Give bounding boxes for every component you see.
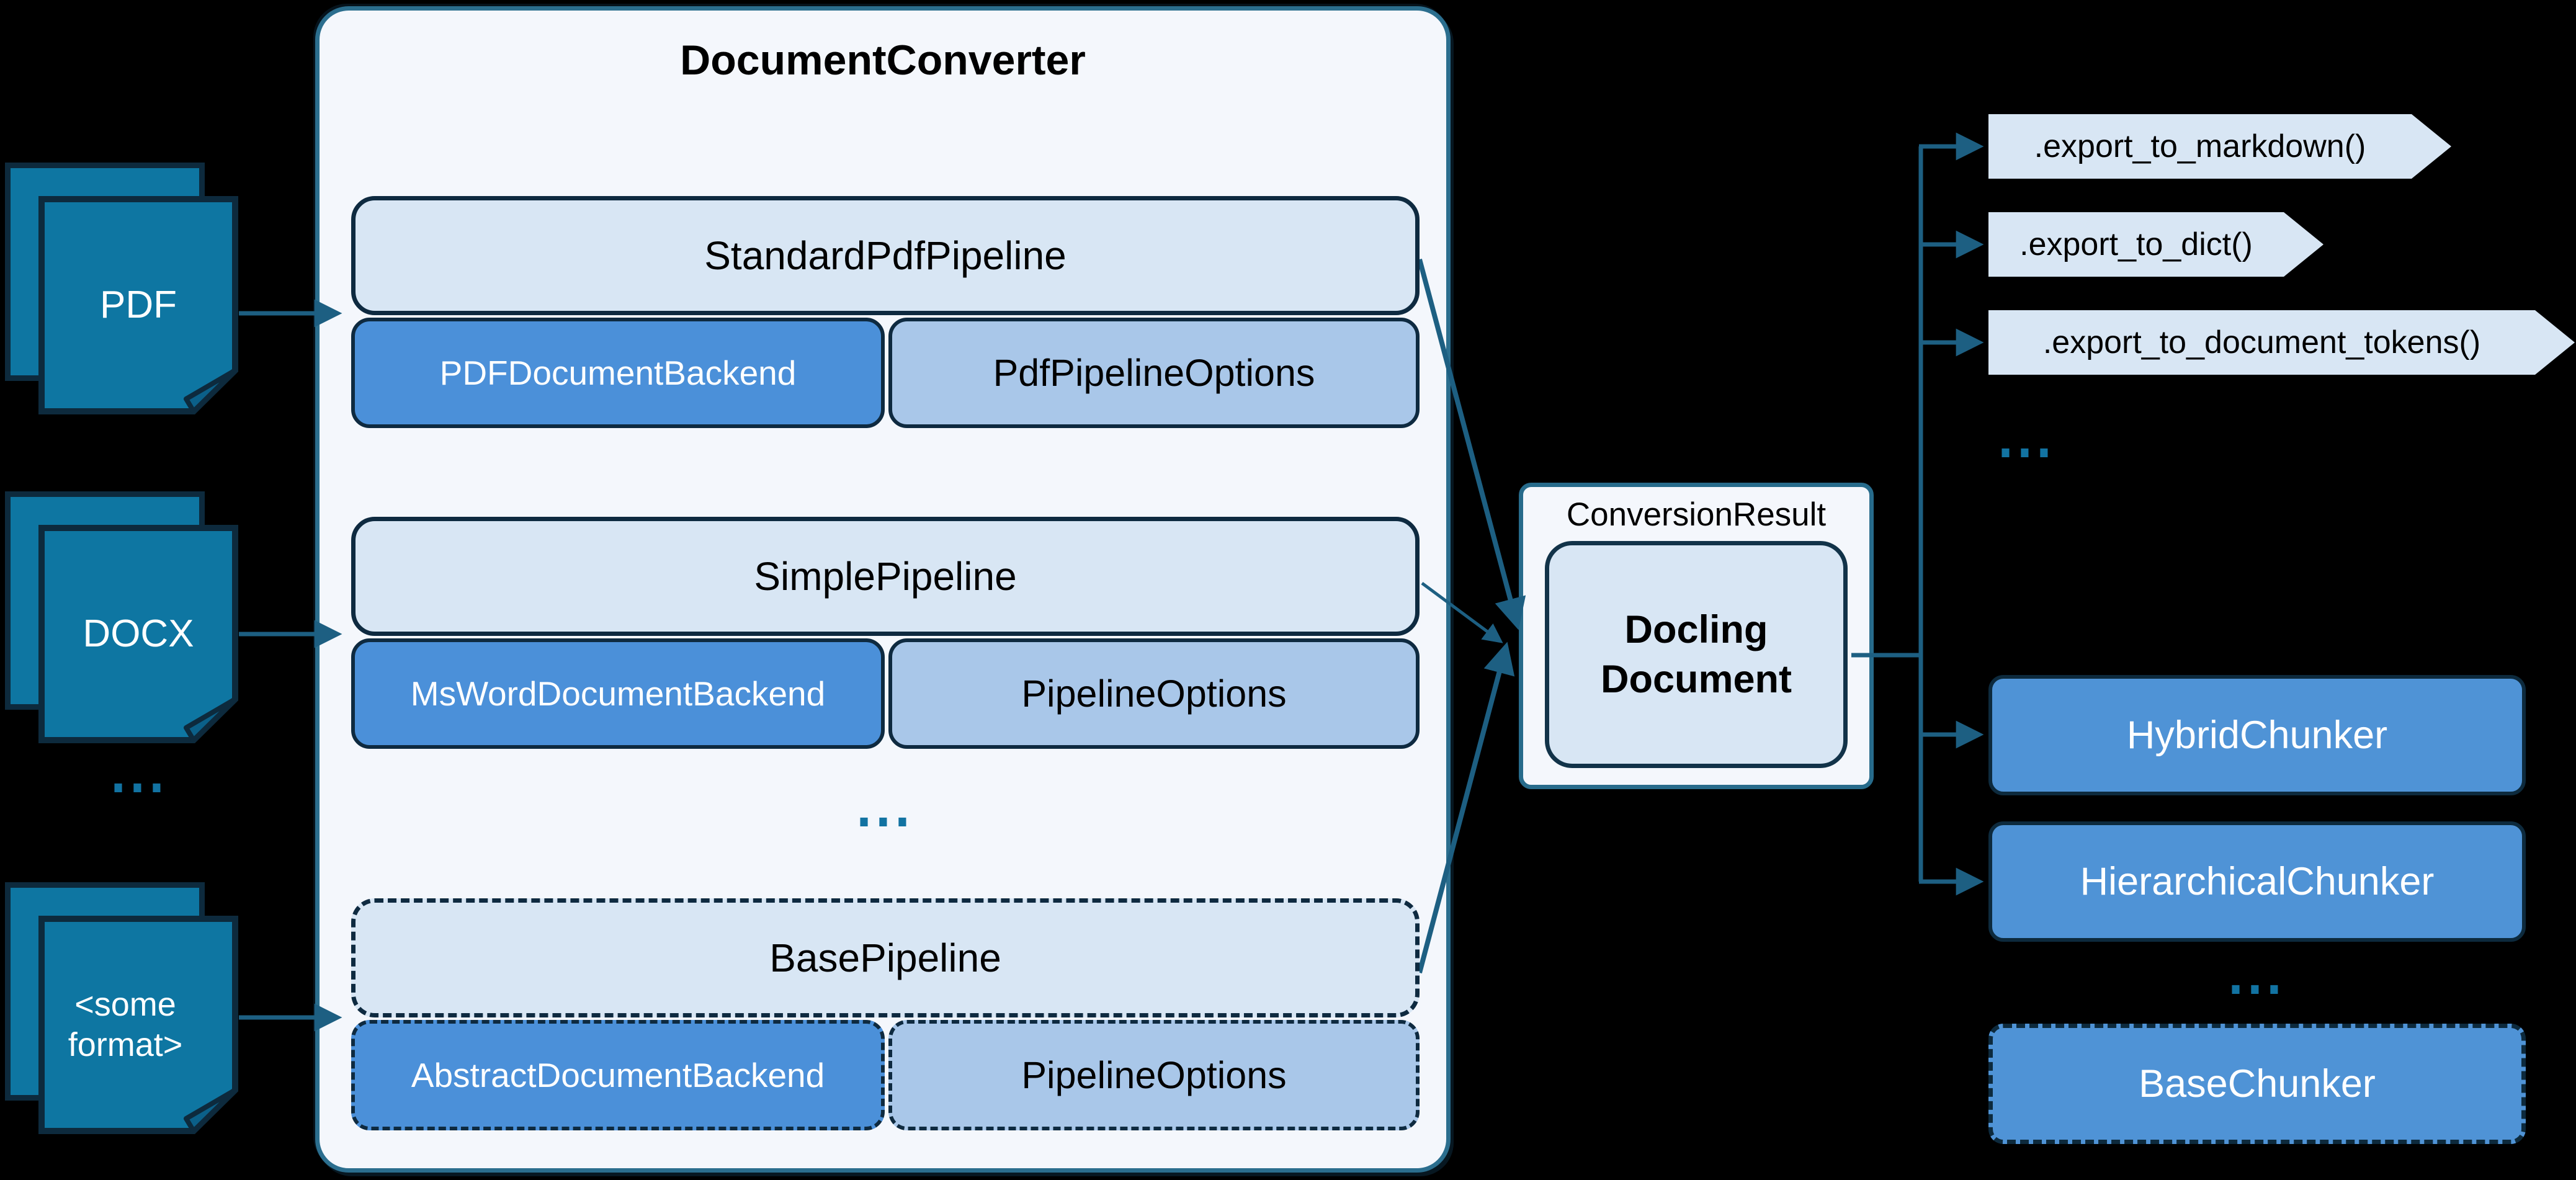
source-label-pdf: PDF (100, 283, 177, 326)
backend-box-pdfdocumentbackend: PDFDocumentBackend (351, 318, 885, 428)
exports-ellipsis: ... (1998, 405, 2056, 470)
pdf-document-icon (38, 196, 238, 414)
options-box-pipelineoptions-base: PipelineOptions (888, 1020, 1420, 1130)
chunker-box-hybrid: HybridChunker (1988, 675, 2526, 795)
pipelines-ellipsis: ... (856, 774, 915, 839)
export-ribbon-markdown: .export_to_markdown() (1988, 114, 2451, 179)
pipeline-box-standardpdfpipeline: StandardPdfPipeline (351, 196, 1420, 315)
sources-ellipsis: ... (110, 740, 169, 805)
export-ribbon-document-tokens: .export_to_document_tokens() (1988, 310, 2575, 375)
conversion-result-label: ConversionResult (1566, 496, 1827, 533)
export-ribbon-dict: .export_to_dict() (1988, 212, 2323, 277)
source-label-someformat: <some format> (68, 986, 183, 1063)
chunker-box-hierarchical: HierarchicalChunker (1988, 821, 2526, 942)
document-converter-title: DocumentConverter (680, 37, 1086, 84)
backend-box-msworddocumentbackend: MsWordDocumentBackend (351, 638, 885, 749)
docling-document-box: Docling Document (1545, 541, 1848, 768)
docx-document-icon (38, 525, 238, 743)
docling-document-label: Docling Document (1600, 608, 1792, 701)
someformat-document-icon (38, 916, 238, 1134)
options-box-pipelineoptions: PipelineOptions (888, 638, 1420, 749)
options-box-pdfpipelineoptions: PdfPipelineOptions (888, 318, 1420, 428)
pipeline-box-simplepipeline: SimplePipeline (351, 517, 1420, 636)
backend-box-abstractdocumentbackend: AbstractDocumentBackend (351, 1020, 885, 1130)
pipeline-box-basepipeline: BasePipeline (351, 898, 1420, 1017)
source-label-docx: DOCX (83, 612, 194, 655)
chunkers-ellipsis: ... (2228, 941, 2286, 1007)
chunker-box-base: BaseChunker (1988, 1024, 2526, 1144)
